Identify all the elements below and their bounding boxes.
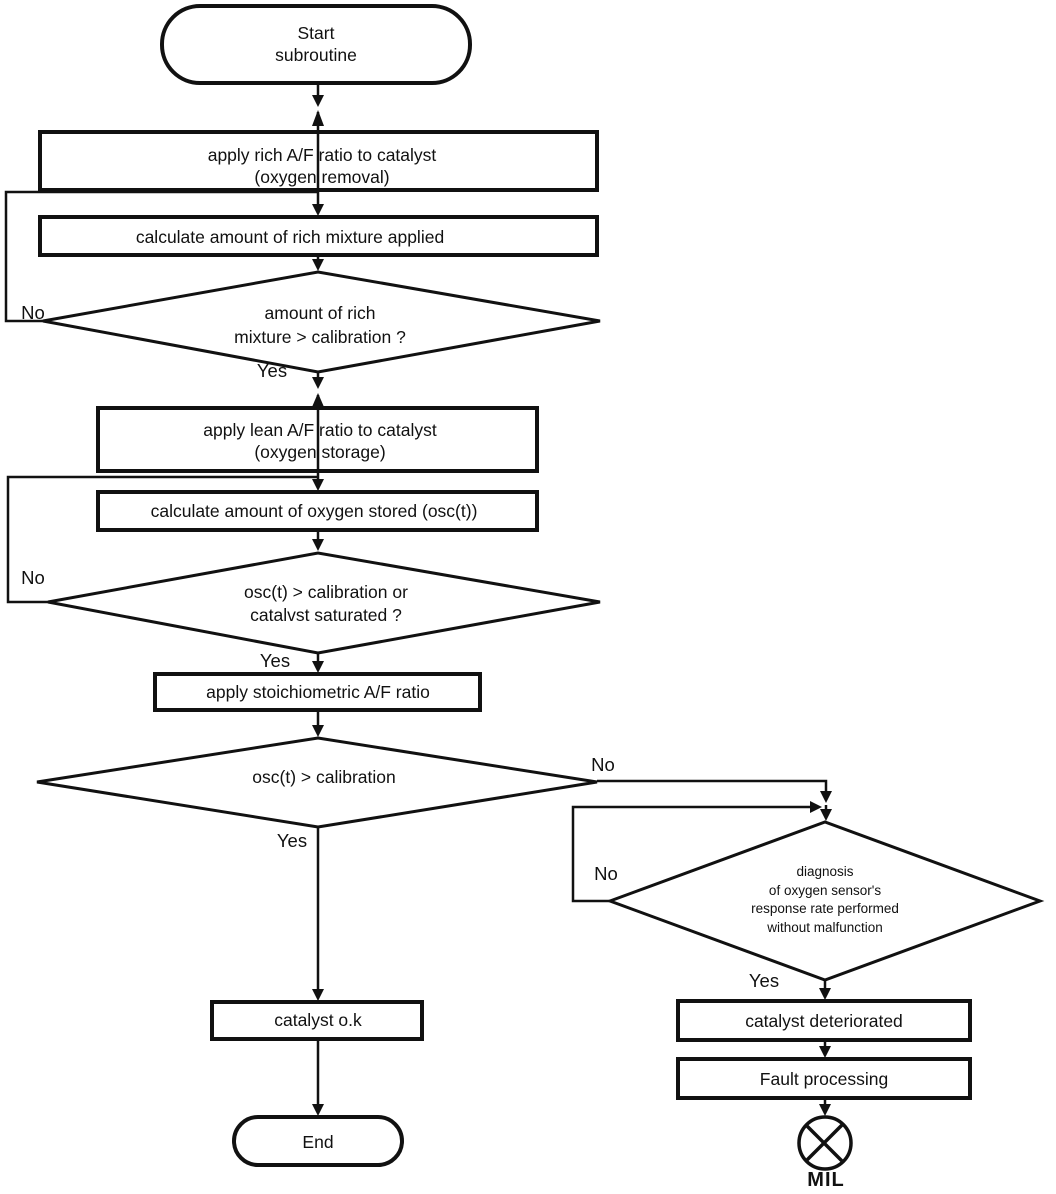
arrow-up-icon [312, 393, 324, 407]
catalyst-deteriorated-process-shape [676, 999, 972, 1042]
arrow-down-icon [312, 479, 324, 491]
arrow-down-icon [820, 809, 832, 821]
start-terminator-shape [160, 4, 472, 85]
arrow-down-icon [819, 1104, 831, 1116]
decision-sensor-line3: response rate performed [751, 901, 899, 916]
edge-label-sensor-no: No [594, 863, 618, 884]
arrow-down-icon [312, 377, 324, 389]
arrowheads [312, 95, 832, 1116]
arrow-down-icon [312, 661, 324, 673]
edge-label-rich-no: No [21, 302, 45, 323]
arrow-down-icon [312, 725, 324, 737]
edge-label-osc-sat-yes: Yes [259, 650, 291, 671]
fault-processing-label: Fault processing [759, 1069, 889, 1089]
decision-osc-label: osc(t) > calibration [252, 767, 396, 787]
arrow-down-icon [312, 95, 324, 107]
decision-sensor-diamond-shape [605, 820, 1045, 982]
decision-osc-saturated-line1: osc(t) > calibration or [244, 582, 408, 602]
edge-label-osc-no: No [591, 754, 615, 775]
apply-rich-label: apply rich A/F ratio to catalyst (oxygen… [208, 144, 437, 188]
arrow-up-icon [312, 110, 324, 126]
arrow-down-icon [312, 259, 324, 271]
decision-rich-diamond-shape [42, 270, 601, 374]
arrow-down-icon [820, 791, 832, 803]
end-label: End [302, 1132, 334, 1152]
arrow-down-icon [312, 539, 324, 551]
apply-rich-label-line1: apply rich A/F ratio to catalyst [207, 145, 437, 165]
decision-sensor-line1: diagnosis [796, 864, 854, 879]
arrow-down-icon [312, 989, 324, 1001]
start-label: Start subroutine [275, 22, 357, 66]
calc-rich-label: calculate amount of rich mixture applied [135, 227, 445, 247]
edge-label-osc-yes: Yes [276, 830, 308, 851]
end-terminator-shape [232, 1115, 404, 1167]
decision-osc-saturated-label: osc(t) > calibration or catalvst saturat… [244, 581, 408, 627]
decision-rich-label-line1: amount of rich [264, 303, 376, 323]
decision-sensor-line2: of oxygen sensor's [768, 882, 882, 898]
start-label-line2: subroutine [275, 45, 357, 65]
calc-rich-process-shape [38, 215, 599, 257]
decision-sensor-label: diagnosis of oxygen sensor's response ra… [751, 863, 899, 937]
catalyst-ok-label: catalyst o.k [274, 1010, 362, 1030]
arrow-down-icon [819, 1046, 831, 1058]
arrow-down-icon [312, 204, 324, 216]
catalyst-deteriorated-label: catalyst deteriorated [745, 1011, 903, 1031]
start-label-line1: Start [297, 23, 335, 43]
apply-stoich-label: apply stoichiometric A/F ratio [206, 682, 430, 702]
edge-osc-no [597, 779, 828, 793]
arrow-right-icon [810, 801, 822, 813]
decision-rich-label-line2: mixture > calibration ? [234, 327, 406, 347]
arrow-down-icon [312, 1104, 324, 1116]
apply-rich-label-line2: (oxygen removal) [254, 167, 390, 187]
edge-label-osc-sat-no: No [21, 567, 45, 588]
arrow-down-icon [819, 988, 831, 1000]
decision-rich-label: amount of rich mixture > calibration ? [234, 301, 406, 349]
fault-processing-process-shape [676, 1057, 972, 1100]
decision-osc-saturated-line2: catalvst saturated ? [250, 605, 402, 625]
edge-label-rich-yes: Yes [256, 360, 288, 381]
mil-lamp-cross-2 [804, 1123, 844, 1163]
apply-lean-label: apply lean A/F ratio to catalyst (oxygen… [203, 419, 436, 463]
edge-osc-sat-no-loop [6, 475, 318, 604]
mil-label: MIL [807, 1169, 845, 1191]
edge-label-sensor-yes: Yes [748, 970, 780, 991]
edge-sensor-no-loop [571, 805, 812, 903]
edge-rich-no-loop [4, 190, 318, 323]
apply-lean-label-line1: apply lean A/F ratio to catalyst [203, 420, 437, 440]
decision-osc-saturated-diamond-shape [47, 551, 601, 655]
calc-oxygen-label: calculate amount of oxygen stored (osc(t… [150, 501, 478, 521]
apply-lean-label-line2: (oxygen storage) [254, 442, 386, 462]
decision-sensor-line4: without malfunction [767, 919, 883, 935]
